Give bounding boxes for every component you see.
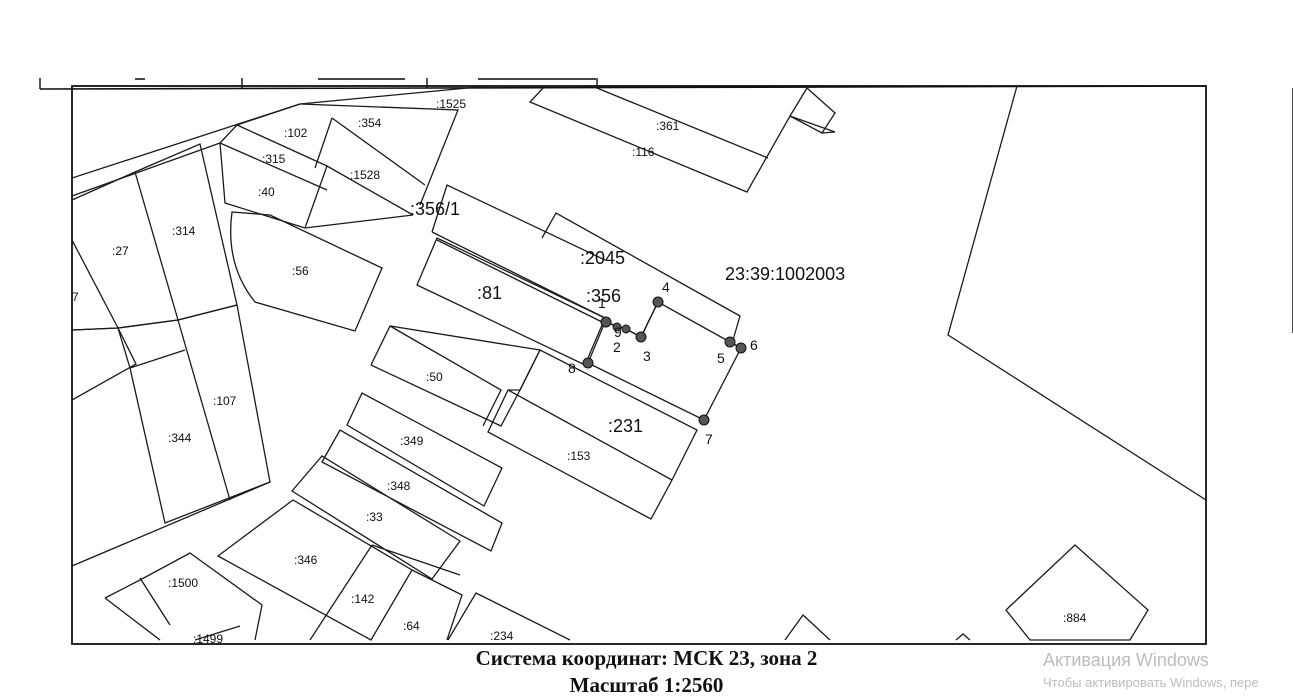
- survey-point: [612, 322, 622, 332]
- block-number: 23:39:1002003: [725, 264, 845, 284]
- parcel-label: :361: [656, 119, 680, 133]
- parcel-label: :234: [490, 629, 514, 643]
- parcel-label: :56: [292, 264, 309, 278]
- point-number: 4: [662, 279, 670, 295]
- point-number: 3: [643, 348, 651, 364]
- parcel-label: :354: [358, 116, 382, 130]
- point-number: 7: [705, 431, 713, 447]
- survey-point: [735, 342, 747, 354]
- map-frame: [71, 85, 1207, 645]
- coordinate-system-caption: Система координат: МСК 23, зона 2: [475, 646, 818, 670]
- parcel-label: :1500: [168, 576, 198, 590]
- parcel-label: :314: [172, 224, 196, 238]
- parcel-labels: :102 :354 :1525 :361 :116 :315 :1528 :40…: [72, 97, 1087, 646]
- parcel-label: :348: [387, 479, 411, 493]
- parcel-label: :356/1: [410, 199, 460, 219]
- parcel-label: :50: [426, 370, 443, 384]
- parcel-label: :344: [168, 431, 192, 445]
- point-number: 6: [750, 337, 758, 353]
- parcel-label: :231: [608, 416, 643, 436]
- windows-activation-subtitle: Чтобы активировать Windows, пере: [1043, 675, 1259, 690]
- survey-point: [621, 324, 631, 334]
- parcel-label: :153: [567, 449, 591, 463]
- parcel-label: :315: [262, 152, 286, 166]
- windows-activation-title: Активация Windows: [1043, 650, 1209, 670]
- parcel-label: :1528: [350, 168, 380, 182]
- point-number: 5: [717, 350, 725, 366]
- parcel-label: :116: [632, 145, 655, 159]
- parcel-label: :40: [258, 185, 275, 199]
- parcel-label: :884: [1063, 611, 1087, 625]
- survey-point: [635, 331, 647, 343]
- parcel-label: :64: [403, 619, 420, 633]
- parcel-label: :1525: [436, 97, 466, 111]
- survey-point: [724, 336, 736, 348]
- survey-points: 1 2 3 4 5 6 7 8 9: [568, 279, 758, 447]
- table-remnant: [39, 78, 1208, 90]
- point-number: 8: [568, 360, 576, 376]
- survey-point: [698, 414, 710, 426]
- point-number: 1: [598, 295, 606, 311]
- point-number: 9: [614, 324, 622, 340]
- survey-point: [582, 357, 594, 369]
- survey-point: [600, 316, 612, 328]
- parcel-label: :81: [477, 283, 502, 303]
- parcel-label: :33: [366, 510, 383, 524]
- parcel-label: 7: [72, 290, 79, 304]
- parcel-label: :1499: [193, 632, 223, 646]
- parcel-label: :27: [112, 244, 129, 258]
- parcel-label: :107: [213, 394, 237, 408]
- parcel-label: :102: [284, 126, 308, 140]
- parcel-label: :356: [586, 286, 621, 306]
- point-number: 2: [613, 339, 621, 355]
- parcel-label: :346: [294, 553, 318, 567]
- survey-point: [652, 296, 664, 308]
- parcel-label: :2045: [580, 248, 625, 268]
- parcel-boundaries: [72, 86, 1206, 641]
- parcel-label: :349: [400, 434, 424, 448]
- parcel-label: :142: [351, 592, 375, 606]
